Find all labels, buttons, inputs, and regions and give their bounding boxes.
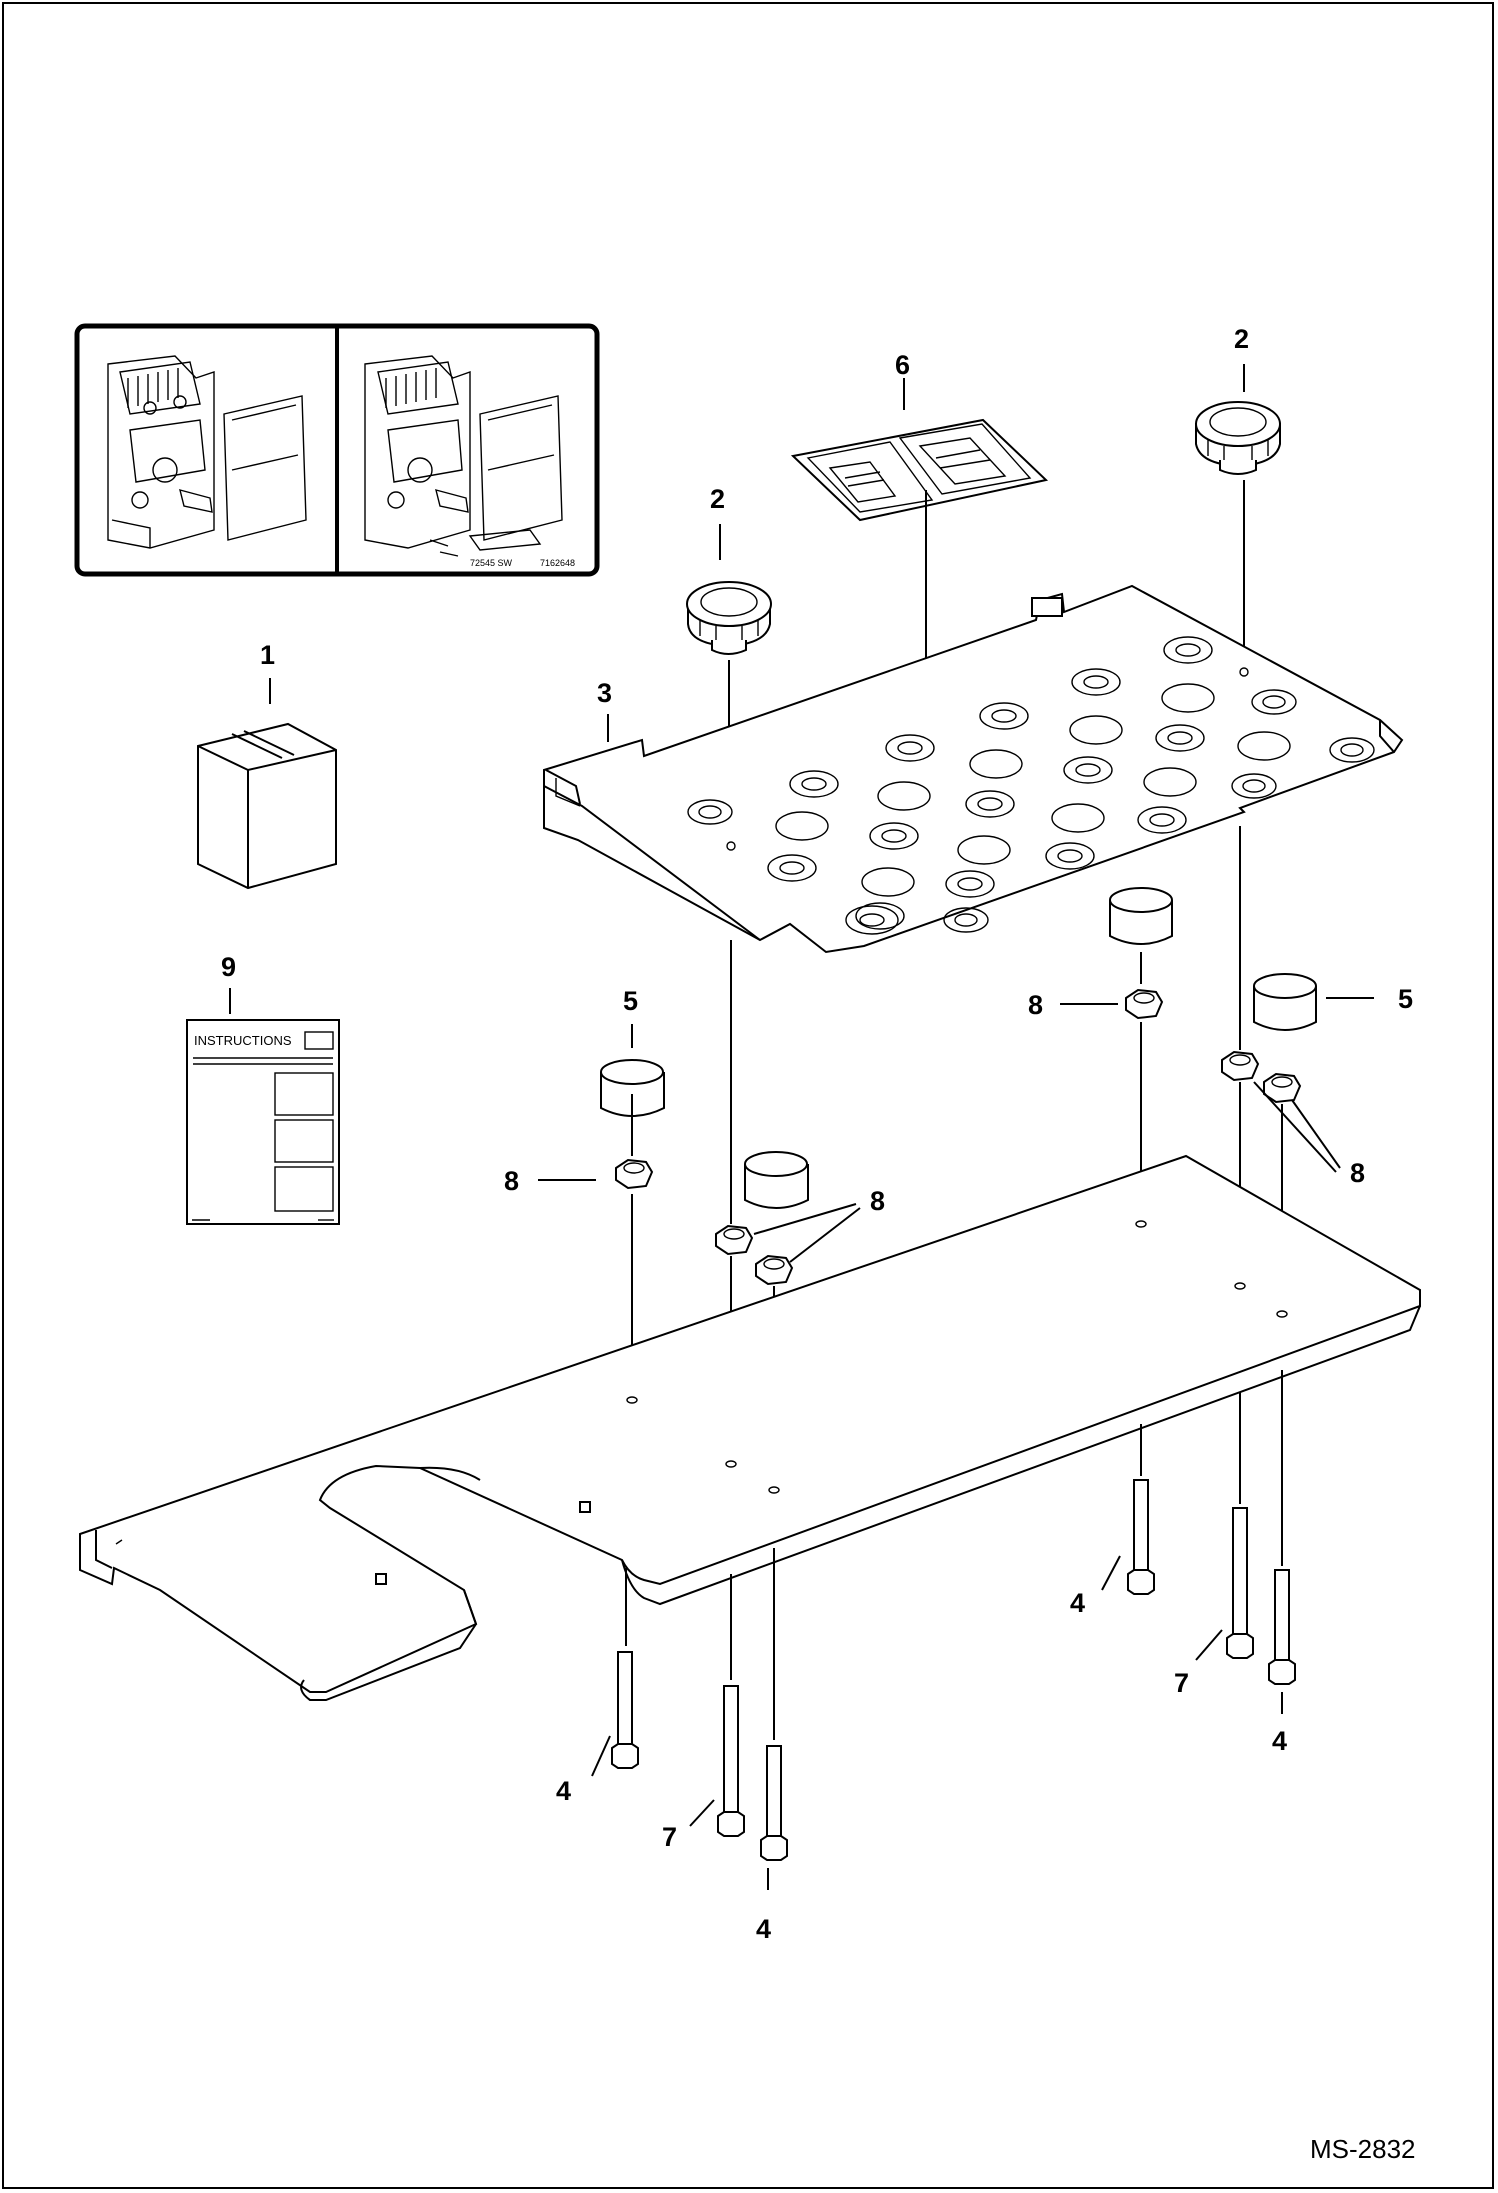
top-plate xyxy=(543,584,1404,954)
callout-bolt-long-left: 7 xyxy=(662,1822,677,1852)
instructions-sheet: INSTRUCTIONS xyxy=(186,1019,340,1225)
callout-kit-box: 1 xyxy=(260,640,275,670)
bolt-long-right xyxy=(1226,1507,1254,1659)
spacer-center xyxy=(744,1151,809,1209)
callout-nut-center-right: 8 xyxy=(1028,990,1043,1020)
callout-nut-left: 8 xyxy=(504,1166,519,1196)
callout-bolt-long-right: 7 xyxy=(1174,1668,1189,1698)
reference-code: MS-2832 xyxy=(1310,2134,1416,2164)
knob-right xyxy=(1195,401,1281,475)
callout-spacer-right: 5 xyxy=(1398,984,1413,1014)
nut-left xyxy=(615,1158,654,1190)
kit-box xyxy=(197,722,337,890)
inset-part-number: 72545 SW xyxy=(470,558,513,568)
inset-drawing-number: 7162648 xyxy=(540,558,575,568)
plate-holes xyxy=(687,636,1375,935)
callout-bolt-front-left: 4 xyxy=(556,1776,571,1806)
bolt-center xyxy=(760,1745,788,1861)
callout-bolt-rear-right: 4 xyxy=(1272,1726,1287,1756)
nut-center-right xyxy=(1125,988,1164,1020)
callout-instructions: 9 xyxy=(221,952,236,982)
bolt-long-left xyxy=(717,1685,745,1837)
nut-center-b xyxy=(755,1254,794,1286)
callout-bolt-center: 4 xyxy=(756,1914,771,1944)
nut-center-a xyxy=(715,1224,754,1256)
decal xyxy=(790,418,1049,522)
callout-decal: 6 xyxy=(895,350,910,380)
callout-nut-right-pair: 8 xyxy=(1350,1158,1365,1188)
spacer-center-right xyxy=(1109,887,1173,945)
callout-spacer-left: 5 xyxy=(623,986,638,1016)
bolt-rear-right xyxy=(1268,1569,1296,1685)
callout-top-plate: 3 xyxy=(597,678,612,708)
bottom-plate xyxy=(79,1154,1421,1701)
spacer-right xyxy=(1253,973,1317,1031)
callout-nut-center-pair: 8 xyxy=(870,1186,885,1216)
bolt-rear-center xyxy=(1127,1479,1155,1595)
knob-left xyxy=(686,581,772,655)
callout-knob-left: 2 xyxy=(710,484,725,514)
bolt-front-left xyxy=(611,1651,639,1769)
nut-right-a xyxy=(1221,1050,1260,1082)
inset-illustration: 72545 SW 7162648 xyxy=(74,323,600,577)
callout-knob-right: 2 xyxy=(1234,324,1249,354)
instructions-title: INSTRUCTIONS xyxy=(194,1033,292,1048)
callout-bolt-front-right: 4 xyxy=(1070,1588,1085,1618)
